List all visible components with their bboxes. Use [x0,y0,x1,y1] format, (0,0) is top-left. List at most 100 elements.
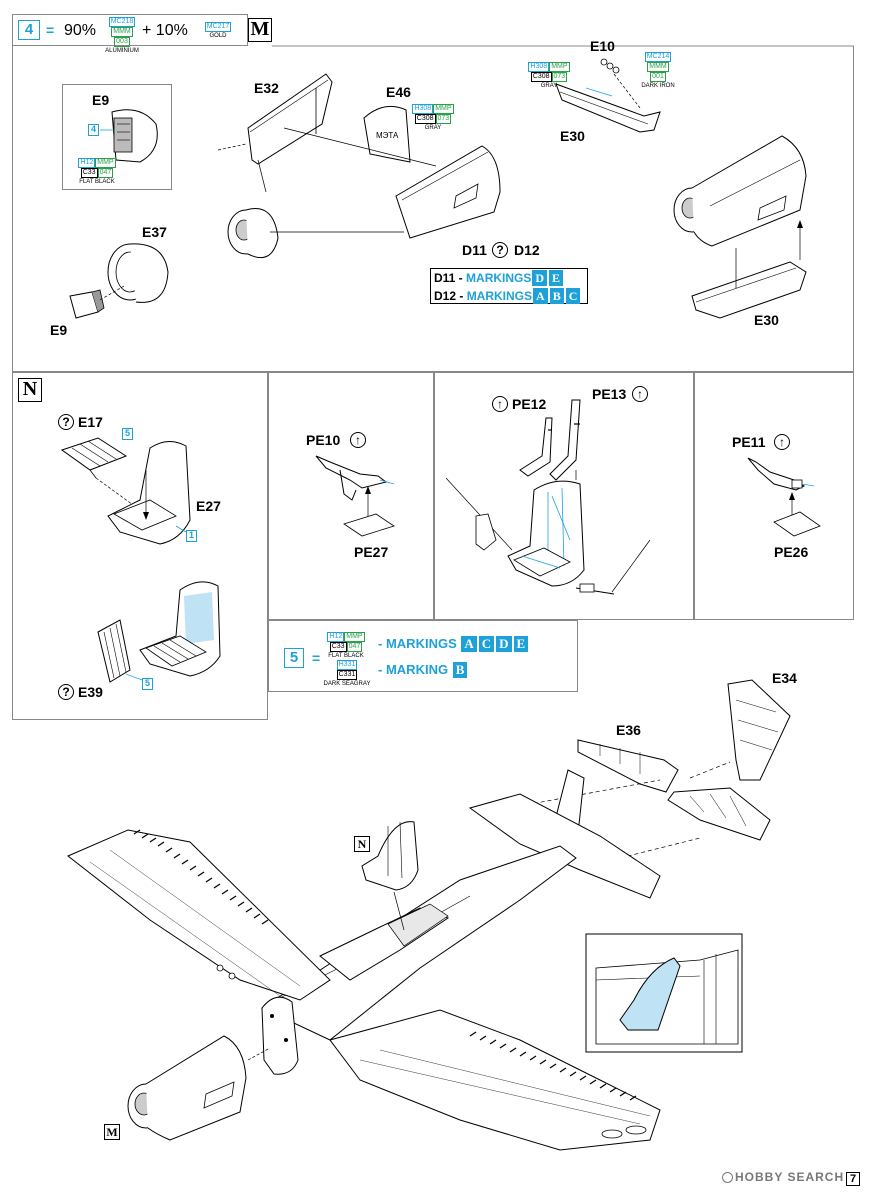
paint-name-dark-iron: DARK IRON [641,83,675,89]
section-m-marker: M [248,18,272,42]
marking-badge-a: A [533,288,548,304]
label-pe11: PE11 [732,434,766,450]
paint-gold: MC217 GOLD [202,22,234,40]
label-d12: D12 [514,242,540,258]
section-m-panel [12,46,854,372]
orientation-arrow-icon-pe11: ↑ [774,434,790,450]
legend-markings-label: MARKINGS [385,636,457,651]
label-e27: E27 [196,498,221,514]
label-e34: E34 [772,670,797,686]
step-4-box: 4 [18,20,40,40]
orientation-arrow-icon-pe12: ↑ [492,396,508,412]
label-e37: E37 [142,224,167,240]
e9-detail-box [62,84,172,190]
paint-callout-1: 1 [186,530,197,542]
label-e39: E39 [78,684,103,700]
mix-equals: = [46,22,55,38]
paint-name-flat-black: FLAT BLACK [79,179,115,185]
label-pe10: PE10 [306,432,341,448]
svg-text:МЭТА: МЭТА [376,131,399,140]
label-e9-bottom: E9 [50,322,68,338]
page-number: 7 [846,1172,860,1186]
marking-row-d12-label: MARKINGS [466,289,533,303]
legend-paint-dark-seagray: H331 C331 DARK SEAGRAY [316,660,378,688]
orientation-arrow-icon-pe13: ↑ [632,386,648,402]
paint-callout-5-a: 5 [122,428,133,440]
paint-callout-4: 4 [88,124,99,136]
legend-marking-label: MARKING [385,662,449,677]
option-question-icon-e17: ? [58,414,74,430]
pe11-panel [694,372,854,620]
paint-name-aluminium: ALUMINIUM [105,48,139,54]
paint-dark-iron: MC214 MMM 001 DARK IRON [636,52,680,90]
label-pe13: PE13 [592,386,627,402]
marking-badge-c: C [565,288,581,304]
section-n-ref-marker: N [354,836,370,852]
label-e30-top: E30 [560,128,585,144]
paint-name-gray-b: GRAY [540,83,558,89]
mix-percent-2: + 10% [142,22,188,39]
pe10-panel [268,372,434,620]
legend-dash-2: - [378,662,383,677]
option-question-icon-e39: ? [58,684,74,700]
section-n-panel [12,372,268,720]
marking-badge-e: E [549,270,564,286]
label-e10: E10 [590,38,615,54]
legend-badge-e: E [513,636,529,652]
section-n-marker: N [18,378,42,402]
legend-badge-d: D [496,636,512,652]
label-e46: E46 [386,84,411,100]
pe12-pe13-panel [434,372,694,620]
paint-name-gray: GRAY [424,125,442,131]
label-e36: E36 [616,722,641,738]
option-question-icon-d: ? [492,242,508,258]
watermark-logo: HOBBY SEARCH [722,1170,844,1184]
watermark-text: HOBBY SEARCH [735,1170,845,1184]
legend-name-dark-seagray: DARK SEAGRAY [323,681,371,687]
paint-code-073-b: 073 [551,72,568,82]
marking-table-d [430,268,588,304]
label-e30-bottom: E30 [754,312,779,328]
watermark-icon [722,1172,733,1184]
legend-badge-a: A [461,636,477,652]
step-5-box: 5 [284,648,304,668]
legend-dash-1: - [378,636,383,651]
paint-name-gold: GOLD [209,33,227,39]
section-m-ref-marker: M [104,1124,120,1140]
marking-row-d11-part: D11 - [434,271,463,285]
legend-badge-b: B [452,662,468,678]
label-e9-top: E9 [92,92,110,108]
paint-aluminium: MC218 MMM 003 ALUMINIUM [102,17,142,55]
label-pe26: PE26 [774,544,809,560]
marking-row-d11-label: MARKINGS [466,271,532,285]
marking-badge-d: D [532,270,548,286]
orientation-arrow-icon-pe10: ↑ [350,432,366,448]
legend-name-flat-black: FLAT BLACK [328,653,364,659]
label-d11: D11 [462,242,487,258]
paint-code-073: 073 [435,114,452,124]
mix-percent-1: 90% [64,22,97,39]
label-pe27: PE27 [354,544,389,560]
label-e32: E32 [254,80,279,96]
paint-legend-5-box [268,620,578,692]
marking-row-d12-part: D12 - [434,289,464,303]
paint-mix-box [12,14,248,46]
label-pe12: PE12 [512,396,547,412]
legend-row-marking: - MARKING B [378,662,468,678]
